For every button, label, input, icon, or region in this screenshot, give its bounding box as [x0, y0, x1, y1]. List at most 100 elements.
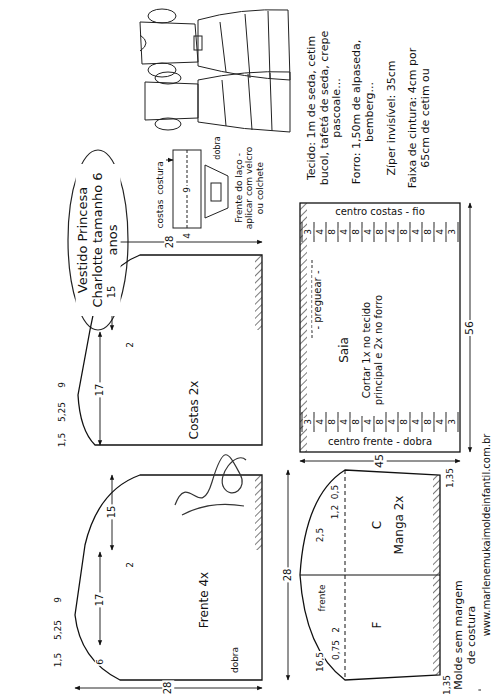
dimension-label: www.marlenemukaimoldeinfantil.com.br	[482, 433, 494, 638]
dimension-label: 4	[315, 418, 325, 426]
dimension-label: 2	[125, 341, 135, 349]
dress-sketch	[140, 9, 290, 132]
dimension-label: 8	[327, 418, 337, 426]
dimension-label: 56	[464, 320, 477, 336]
dress-sketch	[222, 73, 272, 131]
piece-label: Costas 2x	[188, 380, 202, 441]
dimension-label: costas	[155, 199, 165, 230]
dimension-label: Zíper invisível: 35cm	[386, 59, 399, 176]
dimension-label: 4	[315, 228, 325, 236]
dimension-label: 8	[351, 418, 361, 426]
dimension-label: 9	[53, 596, 63, 604]
dimension-label: 28	[162, 681, 174, 696]
dimension-label: 6	[95, 658, 105, 666]
dimension-label: 5,25	[53, 619, 63, 641]
dimension-label: Forro: 1,50m de alpaseda, bemberg...	[351, 24, 376, 201]
sleeve-piece	[300, 575, 440, 576]
dimension-label: centro frente - dobra	[327, 436, 433, 448]
dimension-label: 3	[303, 228, 313, 236]
dimension-label: 2	[331, 626, 341, 634]
dimension-label: - preguear -	[312, 269, 324, 330]
dimension-label: 8	[423, 418, 433, 426]
signature	[175, 455, 246, 515]
dimension-label: Frente do laço - aplicar com velcro ou c…	[234, 145, 265, 232]
bodice-back	[255, 255, 262, 330]
dress-sketch	[148, 63, 176, 77]
dimension-label: 28	[164, 235, 176, 250]
dimension-label: frente	[317, 584, 327, 613]
piece-label: Frente 4x	[198, 571, 212, 629]
dimension-label: 2	[125, 561, 135, 569]
dimension-label: 9	[57, 381, 67, 389]
sleeve-piece	[300, 470, 440, 680]
dress-sketch	[145, 82, 198, 120]
dimension-label: 8	[375, 418, 385, 426]
dimension-label: 4	[363, 418, 373, 426]
dimension-label: 0,5	[330, 484, 340, 500]
skirt-piece	[300, 203, 307, 452]
dimension-label: 8	[399, 228, 409, 236]
dimension-label: 15	[106, 505, 118, 520]
dimension-label: 4	[387, 418, 397, 426]
skirt-piece	[300, 203, 460, 452]
dimension-label: 4	[411, 418, 421, 426]
bow-drawing	[166, 160, 173, 161]
dress-sketch	[194, 36, 202, 50]
dimension-label: 9	[182, 186, 192, 194]
dress-sketch	[198, 72, 290, 132]
dimension-label: 4	[411, 228, 421, 236]
dimension-label: 4	[339, 228, 349, 236]
title-oval	[68, 150, 128, 330]
dimension-label: 8	[399, 418, 409, 426]
dimension-label: 8	[423, 228, 433, 236]
dimension-label: 3	[303, 418, 313, 426]
dimension-label: 16,5	[315, 651, 325, 673]
dimension-label: 15	[106, 285, 118, 300]
pattern-piece: Costas 2x	[75, 250, 265, 450]
pleat-marks	[458, 412, 459, 432]
bodice-front	[75, 475, 262, 680]
dimension-label: Faixa de cintura: 4cm por 65cm de cetim …	[407, 37, 432, 199]
dimension-label: 1,2	[330, 504, 340, 520]
skirt-piece	[300, 203, 460, 452]
dimension-label: 4	[363, 228, 373, 236]
dimension-label: F	[371, 621, 385, 630]
dimension-label: 8	[327, 228, 337, 236]
dimension-lines	[75, 203, 481, 690]
dimension-label: Molde sem margem de costura	[453, 577, 478, 694]
dimension-label: dobra	[213, 135, 222, 160]
signature	[182, 504, 244, 515]
dimension-label: 4	[182, 232, 192, 240]
bow-drawing	[205, 165, 228, 218]
dimension-label: 28	[282, 568, 294, 583]
dimension-label: 4	[387, 228, 397, 236]
bodice-front	[75, 475, 262, 680]
piece-label: Cortar 1x no tecido principal e 2x no fo…	[361, 284, 384, 416]
sleeve-piece	[300, 470, 440, 680]
bow-drawing	[166, 150, 228, 228]
dimension-label: costura	[155, 160, 165, 196]
dimension-label: 4	[435, 228, 445, 236]
dimension-label: dobra	[230, 646, 240, 674]
dimension-label: 45	[374, 453, 387, 469]
dimension-label: 4	[435, 418, 445, 426]
dress-sketch	[140, 22, 198, 64]
piece-label: Manga 2x	[393, 495, 407, 556]
dimension-label: 17	[94, 593, 106, 608]
dimension-label: 1,35	[445, 467, 455, 489]
signature	[175, 455, 246, 505]
dimension-label: 5,25	[57, 401, 67, 423]
bow-drawing	[211, 183, 221, 201]
dress-sketch	[148, 9, 176, 23]
piece-label: Saia	[338, 336, 352, 364]
dress-sketch	[155, 72, 181, 84]
dress-sketch	[155, 118, 181, 130]
dimension-label: C	[371, 520, 385, 530]
title-oval	[68, 150, 128, 330]
dimension-label: 1,5	[53, 652, 63, 668]
dimension-label: 17	[94, 383, 106, 398]
dimension-label: 2,5	[315, 527, 325, 543]
bodice-front	[255, 475, 262, 550]
sleeve-piece	[433, 475, 440, 675]
bow-drawing	[173, 150, 201, 228]
